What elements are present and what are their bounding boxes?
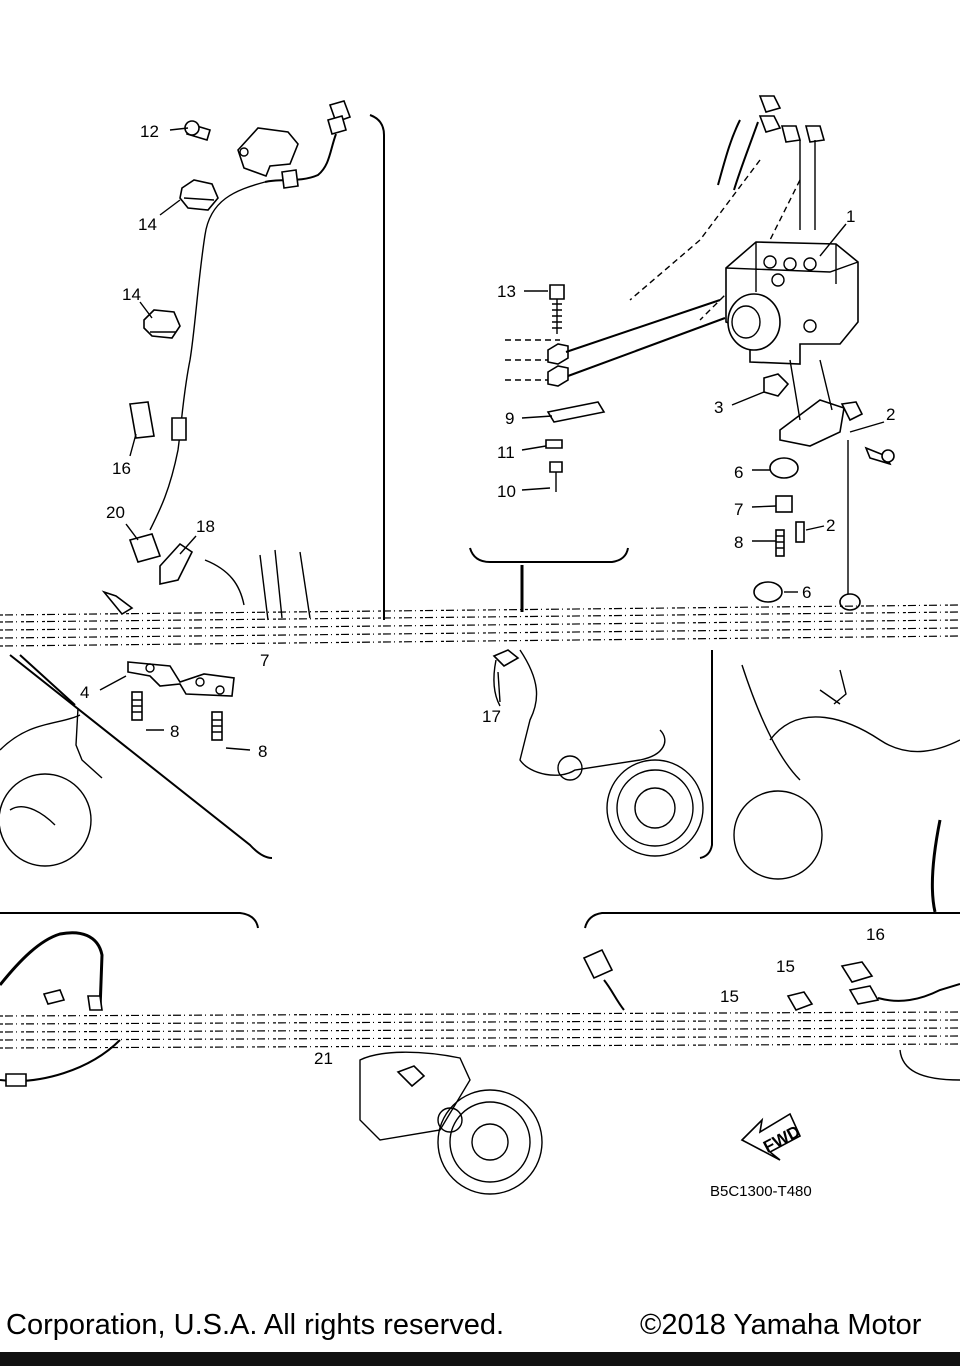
callout-10: 10: [497, 482, 516, 501]
callout-6-lower: 6: [802, 583, 811, 602]
callout-11: 11: [497, 443, 515, 462]
callout-9: 9: [505, 409, 514, 428]
callout-7-left: 7: [260, 651, 269, 670]
leader-lines: [99, 127, 885, 751]
callout-2-upper: 2: [886, 405, 895, 424]
callout-15-upper: 15: [776, 957, 795, 976]
callout-12: 12: [140, 122, 159, 141]
bottom-right-panel-border: [584, 912, 960, 929]
middle-right-panel-border: [699, 650, 713, 859]
footer-left-text: Corporation, U.S.A. All rights reserved.: [6, 1309, 505, 1341]
callout-14-lower: 14: [122, 285, 141, 304]
callout-16-right: 16: [866, 925, 885, 944]
copyright-footer: Corporation, U.S.A. All rights reserved.…: [0, 1305, 960, 1349]
parts-diagram: FWD 12 14 14 16 20 18 7 4 8 8 13 9 11 10…: [0, 95, 960, 1200]
scan-noise-band-upper: [0, 604, 960, 647]
top-left-panel-border: [369, 114, 385, 620]
callout-numbers: 12 14 14 16 20 18 7 4 8 8 13 9 11 10 17 …: [80, 122, 895, 1068]
fwd-arrow-icon: FWD: [740, 1112, 803, 1161]
bottom-left-lead: [0, 931, 121, 1087]
callout-6-upper: 6: [734, 463, 743, 482]
callout-8-left-b: 8: [258, 742, 267, 761]
callout-3: 3: [714, 398, 723, 417]
bottom-right-lead: [582, 948, 960, 1081]
diagram-code: B5C1300-T480: [710, 1183, 812, 1200]
center-brake-line-assembly: [492, 284, 726, 857]
scan-noise-band-lower: [0, 1011, 960, 1049]
callout-1: 1: [846, 207, 855, 226]
hydraulic-unit-assembly: [629, 95, 960, 913]
callout-18: 18: [196, 517, 215, 536]
callout-8-left-a: 8: [170, 722, 179, 741]
footer-right-text: ©2018 Yamaha Motor: [640, 1309, 922, 1341]
sensor-lead-assembly: [0, 100, 352, 867]
callout-7-right: 7: [734, 500, 743, 519]
callout-2-lower: 2: [826, 516, 835, 535]
callout-20: 20: [106, 503, 125, 522]
middle-left-panel-border: [9, 654, 273, 859]
bottom-center-rear-hub: [359, 1051, 543, 1195]
callout-13: 13: [497, 282, 516, 301]
callout-21: 21: [314, 1049, 333, 1068]
callout-16-left: 16: [112, 459, 131, 478]
callout-17: 17: [482, 707, 501, 726]
callout-4: 4: [80, 683, 89, 702]
center-panel-border: [469, 547, 629, 563]
bottom-scan-bar: [0, 1352, 960, 1366]
bottom-left-panel-border: [0, 912, 259, 929]
callout-8-right: 8: [734, 533, 743, 552]
callout-14-upper: 14: [138, 215, 157, 234]
callout-15-lower: 15: [720, 987, 739, 1006]
